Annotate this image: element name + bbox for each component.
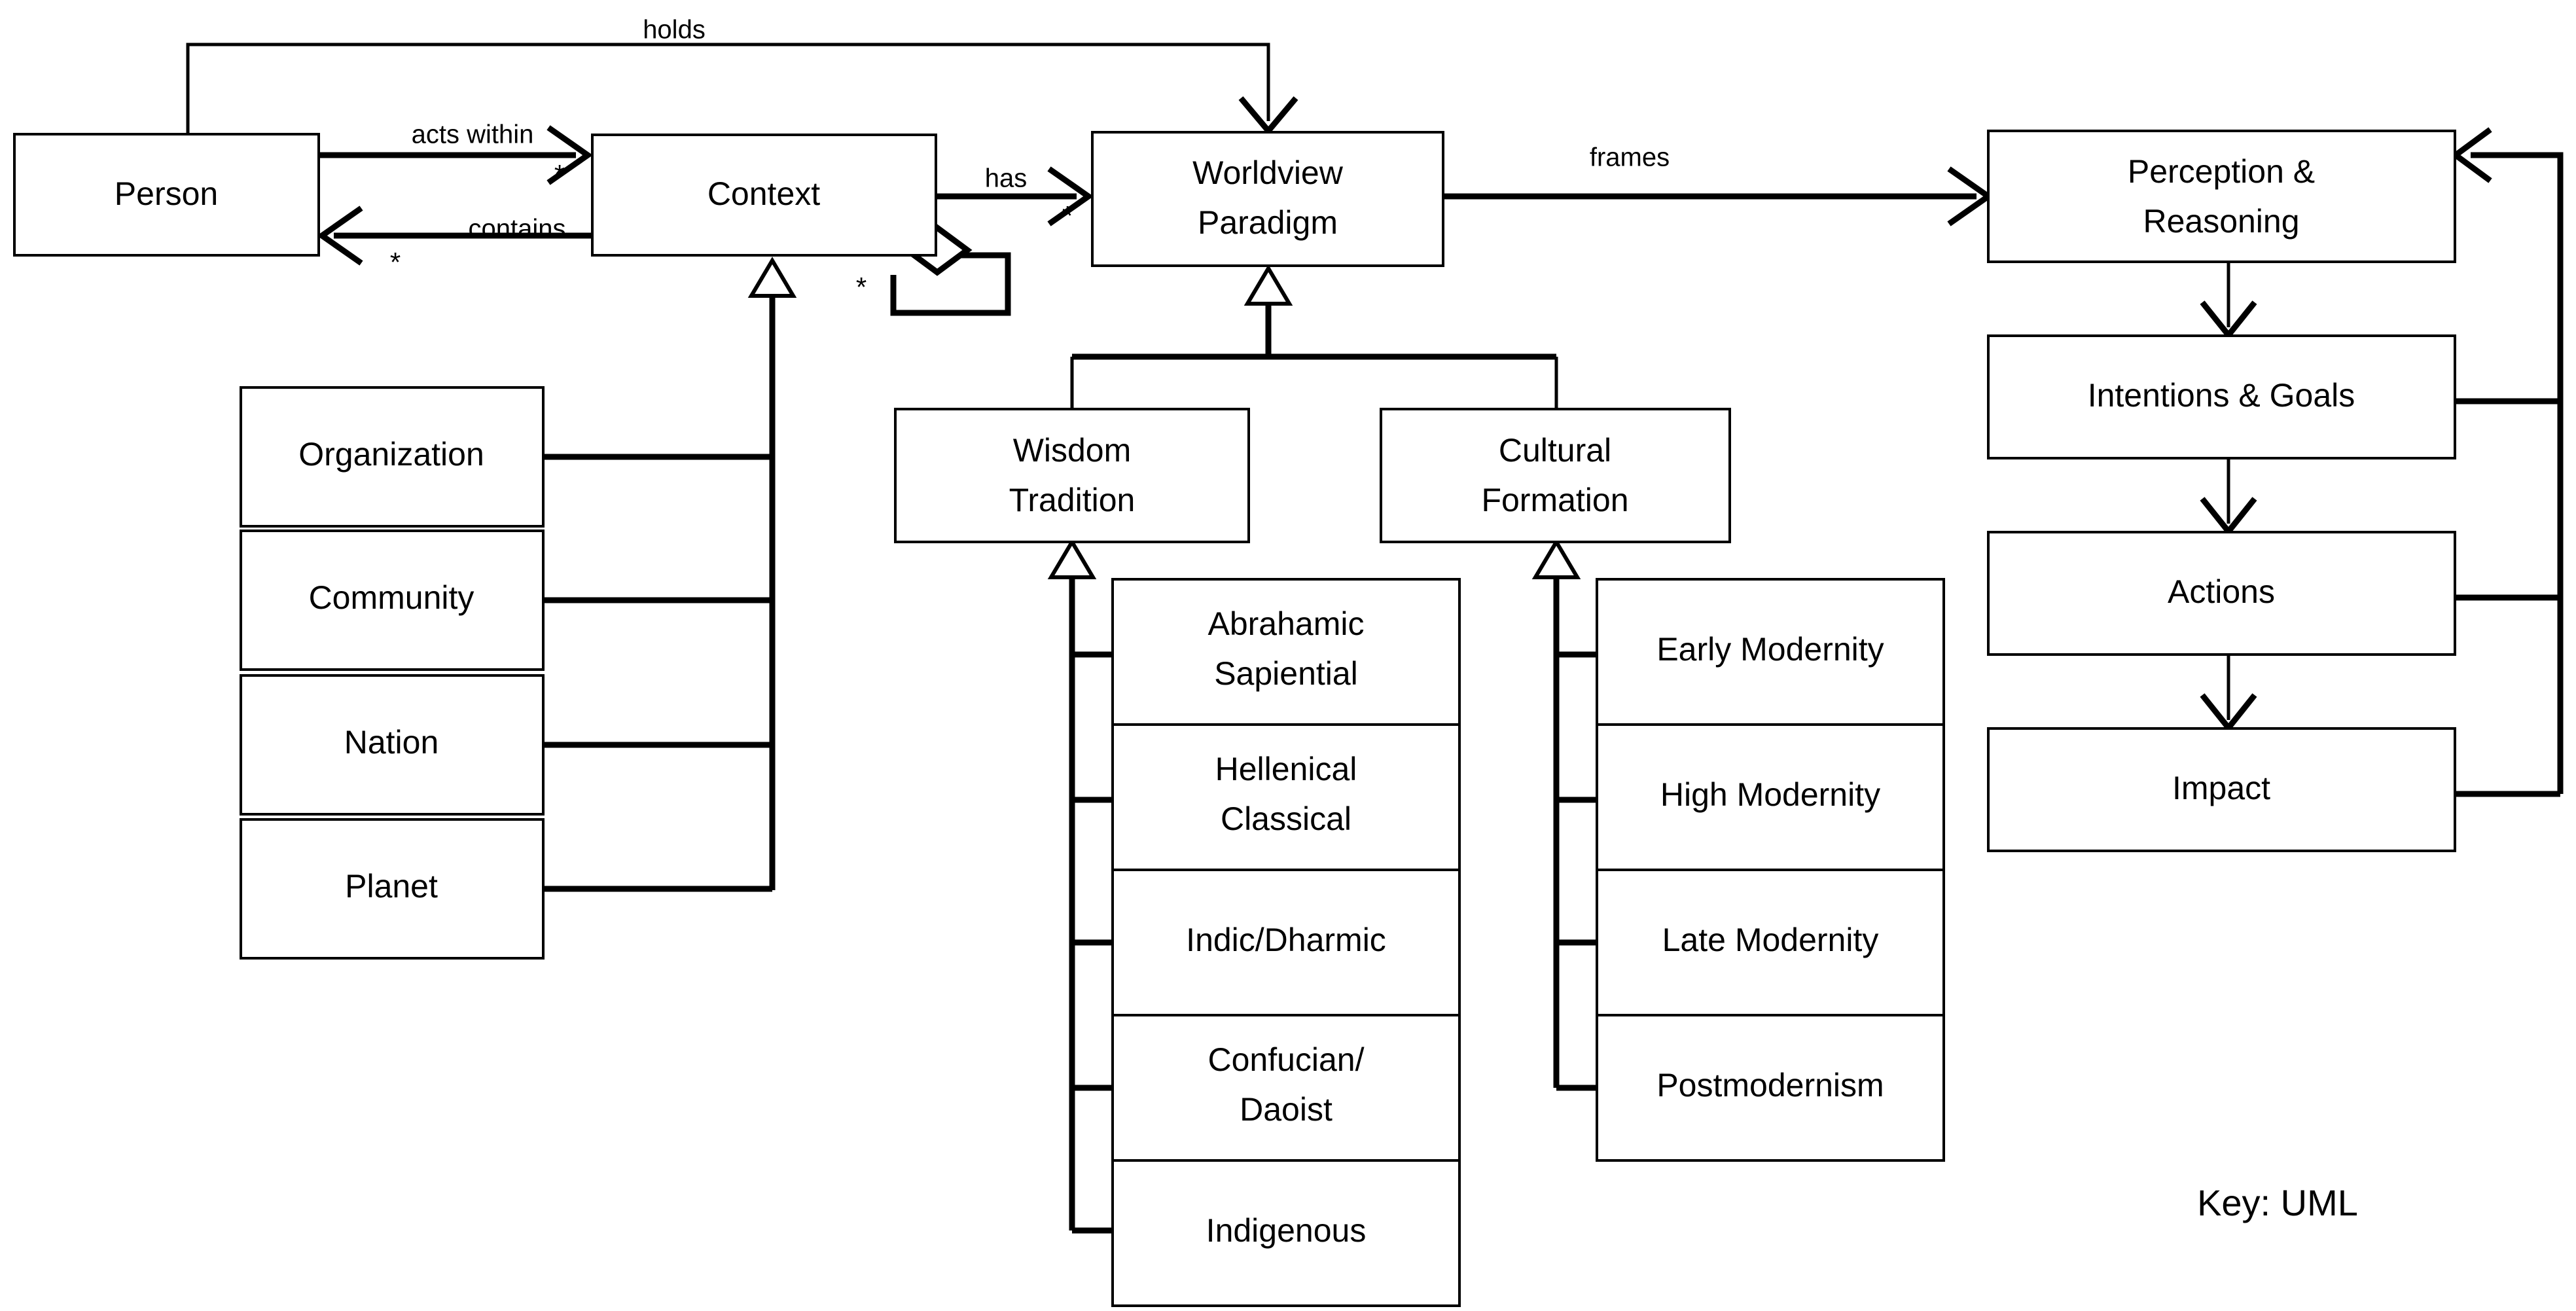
edge-label-has: has [985,164,1028,193]
class-label-hellenical-classical-line2: Classical [1221,800,1351,837]
class-box-postmodernism[interactable]: Postmodernism [1596,1014,1945,1162]
class-box-abrahamic-sapiential[interactable]: Abrahamic Sapiential [1111,578,1461,726]
generalization-context-subtypes [543,257,797,892]
generalization-wisdom-subtypes [1047,538,1113,1234]
class-label-wisdom-tradition-line1: Wisdom [1013,432,1132,469]
class-label-confucian-daoist-line2: Daoist [1240,1091,1333,1128]
class-label-perception-reasoning-line1: Perception & [2128,153,2315,190]
class-box-nation[interactable]: Nation [240,674,545,816]
class-label-abrahamic-sapiential-line2: Sapiential [1214,655,1358,692]
class-label-late-modernity: Late Modernity [1662,922,1879,958]
class-label-worldview-paradigm-line2: Paradigm [1198,204,1338,241]
class-box-cultural-formation[interactable]: Cultural Formation [1380,408,1731,543]
class-label-hellenical-classical-line1: Hellenical [1215,751,1357,787]
class-box-perception-reasoning[interactable]: Perception & Reasoning [1987,130,2456,263]
edge-label-contains: contains [469,215,566,243]
association-frames [1443,166,1994,226]
class-label-high-modernity: High Modernity [1660,776,1880,813]
flow-perception-to-intentions [2200,262,2257,340]
class-box-indic-dharmic[interactable]: Indic/Dharmic [1111,869,1461,1016]
class-label-actions: Actions [2168,573,2275,610]
class-box-impact[interactable]: Impact [1987,727,2456,852]
flow-intentions-to-actions [2200,458,2257,537]
multiplicity-contains: * [390,247,401,278]
class-label-cultural-formation-line1: Cultural [1499,432,1611,469]
multiplicity-context-self: * [856,272,867,302]
class-label-planet: Planet [345,868,438,905]
multiplicity-acts-within: * [554,159,565,190]
feedback-loops-to-perception [2450,127,2564,797]
class-label-indic-dharmic: Indic/Dharmic [1186,922,1386,958]
edge-label-frames: frames [1590,143,1670,172]
generalization-worldview-subtypes [1070,264,1558,409]
class-label-organization: Organization [298,436,484,473]
class-box-intentions-goals[interactable]: Intentions & Goals [1987,334,2456,459]
class-box-hellenical-classical[interactable]: Hellenical Classical [1111,723,1461,871]
class-box-person[interactable]: Person [13,133,320,257]
class-box-planet[interactable]: Planet [240,818,545,960]
class-label-indigenous: Indigenous [1206,1212,1367,1249]
class-box-wisdom-tradition[interactable]: Wisdom Tradition [894,408,1250,543]
class-label-community: Community [309,579,474,616]
class-box-organization[interactable]: Organization [240,386,545,528]
class-box-worldview-paradigm[interactable]: Worldview Paradigm [1091,131,1444,267]
association-holds [186,43,1298,135]
edge-label-holds: holds [643,16,706,45]
class-box-early-modernity[interactable]: Early Modernity [1596,578,1945,726]
multiplicity-has: * [1062,200,1073,231]
class-label-abrahamic-sapiential-line1: Abrahamic [1208,605,1365,642]
association-has [936,166,1094,226]
association-contains [317,206,592,266]
class-label-confucian-daoist-line1: Confucian/ [1208,1041,1364,1078]
flow-actions-to-impact [2200,655,2257,733]
class-label-impact: Impact [2172,770,2270,806]
class-label-postmodernism: Postmodernism [1656,1067,1884,1104]
key-label: Key: UML [2197,1182,2358,1223]
class-box-community[interactable]: Community [240,530,545,671]
class-label-intentions-goals: Intentions & Goals [2088,377,2355,414]
class-label-cultural-formation-line2: Formation [1481,482,1628,518]
generalization-cultural-subtypes [1531,538,1597,1091]
class-label-nation: Nation [344,724,439,761]
class-box-high-modernity[interactable]: High Modernity [1596,723,1945,871]
edge-label-acts-within: acts within [412,120,534,149]
class-label-wisdom-tradition-line2: Tradition [1009,482,1136,518]
class-box-context[interactable]: Context [591,134,937,257]
class-label-person: Person [115,175,218,212]
class-label-early-modernity: Early Modernity [1656,631,1884,668]
association-acts-within [319,125,593,185]
class-box-indigenous[interactable]: Indigenous [1111,1159,1461,1307]
class-box-actions[interactable]: Actions [1987,531,2456,656]
class-label-worldview-paradigm-line1: Worldview [1192,154,1344,191]
class-label-context: Context [707,175,820,212]
class-box-confucian-daoist[interactable]: Confucian/ Daoist [1111,1014,1461,1162]
class-label-perception-reasoning-line2: Reasoning [2143,203,2299,240]
class-box-late-modernity[interactable]: Late Modernity [1596,869,1945,1016]
